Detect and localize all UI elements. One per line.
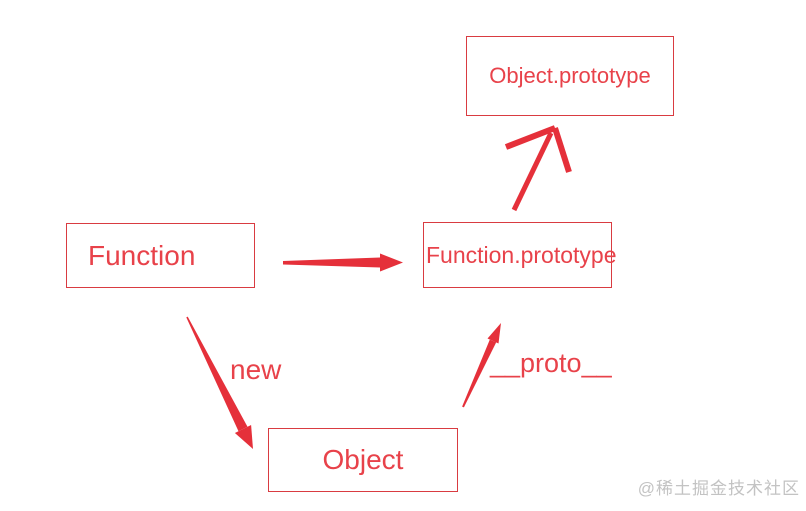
watermark: @稀土掘金技术社区 <box>637 479 800 498</box>
arrow-shaft <box>186 316 248 432</box>
arrow-head-right-wing <box>552 127 572 173</box>
arrow-head <box>234 425 253 449</box>
arrow-object-to-function-prototype <box>462 323 501 408</box>
node-function: Function <box>66 223 255 288</box>
node-function-label: Function <box>88 239 196 271</box>
node-function-prototype: Function.prototype <box>423 222 617 288</box>
node-object-label: Object <box>322 444 404 475</box>
node-function-prototype-label: Function.prototype <box>426 241 617 268</box>
arrow-head <box>380 253 403 272</box>
arrow-function-to-function-prototype <box>283 253 403 272</box>
edge-label-proto: __proto__ <box>490 348 612 378</box>
arrow-function-prototype-to-object-prototype <box>504 125 572 212</box>
node-object: Object <box>268 428 458 492</box>
arrow-shaft <box>462 339 497 408</box>
arrow-function-to-object <box>186 316 253 449</box>
arrow-shaft <box>511 131 554 212</box>
node-object-prototype-label: Object.prototype <box>489 63 651 88</box>
arrow-shaft <box>283 257 380 268</box>
arrow-head-left-wing <box>504 125 557 150</box>
node-object-prototype: Object.prototype <box>466 36 674 116</box>
edge-label-new: new <box>230 354 282 385</box>
arrow-head <box>487 323 501 344</box>
